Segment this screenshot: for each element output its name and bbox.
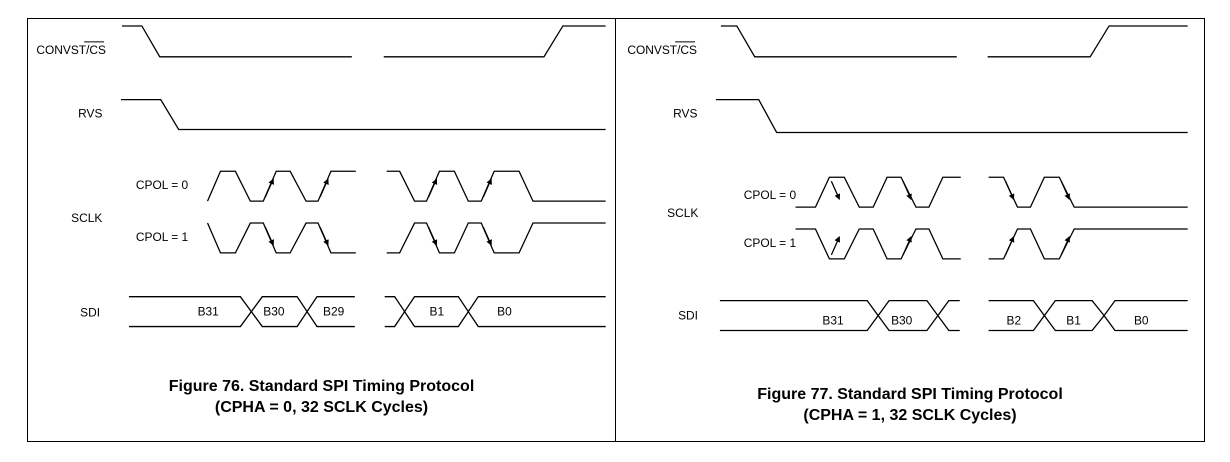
sclk-edge-arrow <box>1004 236 1015 256</box>
sdi-bit-label: B1 <box>1066 314 1081 328</box>
sclk-cpol1-waveform <box>795 228 961 260</box>
convst-waveform-end <box>383 25 606 58</box>
convst-waveform-end <box>987 25 1188 58</box>
sdi-bit-label: B0 <box>497 305 512 319</box>
sdi-bus-bottom <box>128 310 355 328</box>
rvs-waveform <box>120 98 606 131</box>
sdi-bus-top-end <box>988 300 1188 317</box>
cpol1-label: CPOL = 1 <box>744 236 797 250</box>
sdi-bit-label: B0 <box>1134 314 1149 328</box>
sdi-bus-bottom <box>719 314 960 332</box>
figure-76-caption: Figure 76. Standard SPI Timing Protocol … <box>28 376 615 418</box>
sdi-bus-top-end <box>384 296 606 313</box>
cpol1-label: CPOL = 1 <box>136 230 189 244</box>
sclk-edge-arrow <box>1004 180 1015 201</box>
sdi-bus-top <box>719 300 960 317</box>
sclk-edge-arrow <box>264 178 274 198</box>
sdi-bit-label: B1 <box>429 305 444 319</box>
cpol0-label: CPOL = 0 <box>744 188 797 202</box>
sclk-edge-arrow <box>482 226 492 246</box>
sdi-label: SDI <box>678 309 698 323</box>
sdi-bit-label: B31 <box>822 314 844 328</box>
sdi-bit-label: B29 <box>323 305 345 319</box>
sclk-edge-arrow <box>319 226 329 246</box>
convst-cs-label: CONVST/CS <box>627 43 697 57</box>
sclk-edge-arrow <box>427 178 438 198</box>
sclk-cpol1-waveform <box>206 222 356 254</box>
sclk-cpol1-waveform-end <box>988 228 1188 260</box>
sclk-edge-arrow <box>427 226 438 246</box>
sclk-cpol0-waveform <box>206 170 356 202</box>
sclk-edge-arrow <box>1060 180 1070 201</box>
sclk-edge-arrow <box>830 180 841 201</box>
sdi-bit-label: B31 <box>198 305 220 319</box>
sclk-edge-arrow <box>482 178 492 198</box>
rvs-waveform <box>715 98 1188 134</box>
figure-77-timing-diagram: CONVST/CS RVS SCLK CPOL = 0 CPOL = 1 SDI… <box>627 25 1188 332</box>
sclk-cpol1-waveform-end <box>386 222 606 254</box>
sclk-label: SCLK <box>71 211 102 225</box>
sclk-cpol0-waveform-end <box>988 176 1188 208</box>
sdi-bus-bottom-end <box>384 310 606 328</box>
sdi-bus-top <box>128 296 355 313</box>
sdi-label: SDI <box>80 306 100 320</box>
sclk-edge-arrow <box>319 178 329 198</box>
rvs-label: RVS <box>78 107 102 121</box>
figure-77-caption: Figure 77. Standard SPI Timing Protocol … <box>616 384 1204 426</box>
sclk-label: SCLK <box>667 206 698 220</box>
sdi-bus-bottom-end <box>988 314 1188 332</box>
sclk-cpol0-waveform-end <box>386 170 606 202</box>
cpol0-label: CPOL = 0 <box>136 178 189 192</box>
figure-77-title: Figure 77. Standard SPI Timing Protocol <box>757 386 1063 403</box>
figure-76-subtitle: (CPHA = 0, 32 SCLK Cycles) <box>214 399 429 416</box>
convst-cs-label: CONVST/CS <box>36 43 106 57</box>
sdi-bit-label: B30 <box>891 314 913 328</box>
sdi-bit-label: B30 <box>263 305 285 319</box>
sclk-cpol0-waveform <box>795 176 961 208</box>
rvs-label: RVS <box>673 107 697 121</box>
figure-77-panel: CONVST/CS RVS SCLK CPOL = 0 CPOL = 1 SDI… <box>615 18 1205 442</box>
sclk-edge-arrow <box>902 236 912 256</box>
convst-waveform <box>720 25 957 58</box>
sclk-edge-arrow <box>902 180 912 201</box>
figure-77-subtitle: (CPHA = 1, 32 SCLK Cycles) <box>803 407 1017 424</box>
sdi-bit-label: B2 <box>1007 314 1022 328</box>
sclk-edge-arrow <box>830 236 841 256</box>
figure-76-timing-diagram: CONVST/CS RVS SCLK CPOL = 0 CPOL = 1 SDI… <box>36 25 606 328</box>
convst-waveform <box>121 25 352 58</box>
figure-76-panel: CONVST/CS RVS SCLK CPOL = 0 CPOL = 1 SDI… <box>27 18 616 442</box>
figure-76-title: Figure 76. Standard SPI Timing Protocol <box>168 378 475 395</box>
sclk-edge-arrow <box>1060 236 1070 256</box>
sclk-edge-arrow <box>264 226 274 246</box>
